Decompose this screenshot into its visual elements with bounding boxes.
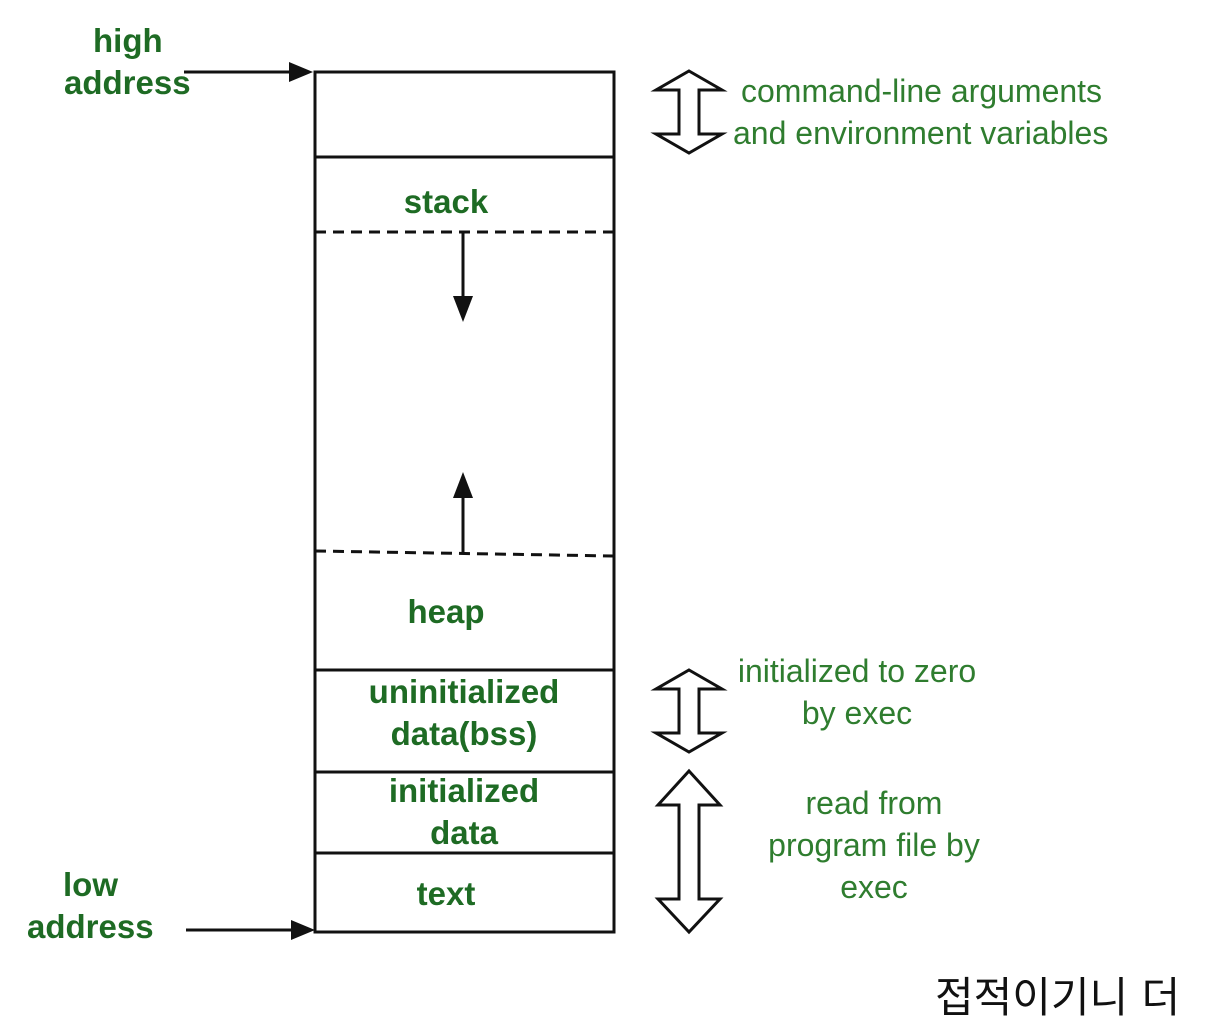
zero-note: initialized to zero by exec: [738, 650, 976, 734]
read-note-line-3: exec: [840, 869, 908, 905]
initialized-data-line-2: data: [430, 814, 498, 851]
high-address-label: high address: [64, 20, 191, 104]
args-note-line-2: and environment variables: [733, 115, 1109, 151]
high-address-line-1: high: [93, 22, 163, 59]
zero-note-line-2: by exec: [801, 695, 913, 731]
bss-label: uninitialized data(bss): [369, 671, 560, 755]
heap-boundary-dashed: [314, 549, 615, 558]
heap-label: heap: [407, 593, 485, 630]
stack-growth-arrow: [453, 232, 473, 322]
video-subtitle: 접적이기니 더: [935, 973, 1181, 1022]
high-address-line-2: address: [64, 64, 191, 101]
bss-double-arrow: [650, 668, 728, 754]
high-address-arrow: [184, 62, 313, 82]
initialized-data-line-1: initialized: [388, 772, 540, 809]
heap-growth-arrow: [453, 472, 473, 552]
args-double-arrow: [650, 69, 728, 155]
low-address-arrow: [186, 920, 315, 940]
args-note-line-1: command-line arguments: [741, 73, 1103, 109]
read-note: read from program file by exec: [768, 782, 980, 908]
initialized-data-label: initialized data: [389, 770, 539, 854]
text-label: text: [416, 875, 476, 912]
low-address-label: low address: [27, 864, 154, 948]
read-note-line-1: read from: [805, 785, 943, 821]
low-address-line-1: low: [63, 866, 118, 903]
args-note: command-line arguments and environment v…: [733, 70, 1108, 154]
stack-label: stack: [403, 183, 489, 220]
bss-line-1: uninitialized: [368, 673, 560, 710]
low-address-line-2: address: [27, 908, 154, 945]
program-file-double-arrow: [654, 768, 724, 935]
zero-note-line-1: initialized to zero: [737, 653, 977, 689]
bss-line-2: data(bss): [390, 715, 538, 752]
read-note-line-2: program file by: [768, 827, 980, 863]
